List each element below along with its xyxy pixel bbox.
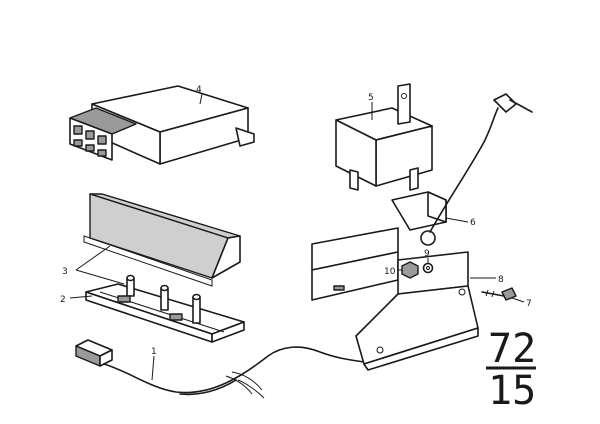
callout-3: 3 (62, 267, 68, 277)
group-sub-number: 15 (488, 368, 536, 414)
bulb-icon (192, 293, 201, 324)
part-2-base-plate[interactable] (85, 274, 245, 343)
callout-5: 5 (368, 93, 374, 103)
callout-7: 7 (526, 299, 532, 309)
part-7-bolt[interactable] (481, 287, 517, 301)
callout-10: 10 (384, 267, 396, 277)
callout-1: 1 (151, 347, 157, 357)
leader-lines (69, 93, 525, 381)
bulb-icon (126, 274, 135, 297)
group-number: 72 15 (486, 326, 536, 414)
callout-9: 9 (424, 249, 430, 259)
part-4-control-unit[interactable] (69, 85, 255, 165)
part-3-cover[interactable] (83, 193, 241, 287)
callout-6: 6 (470, 218, 476, 228)
part-6-sensor[interactable] (391, 93, 533, 246)
part-10-nut[interactable] (401, 261, 419, 279)
bulb-icon (160, 284, 169, 311)
group-main-number: 72 (488, 326, 536, 372)
callout-2: 2 (60, 295, 66, 305)
part-9-washer[interactable] (422, 262, 434, 274)
part-1-wiring-harness[interactable] (75, 339, 365, 399)
callout-4: 4 (196, 85, 202, 95)
callout-8: 8 (498, 275, 504, 285)
part-8-bracket[interactable] (311, 227, 479, 371)
part-5-relay[interactable] (335, 83, 433, 191)
